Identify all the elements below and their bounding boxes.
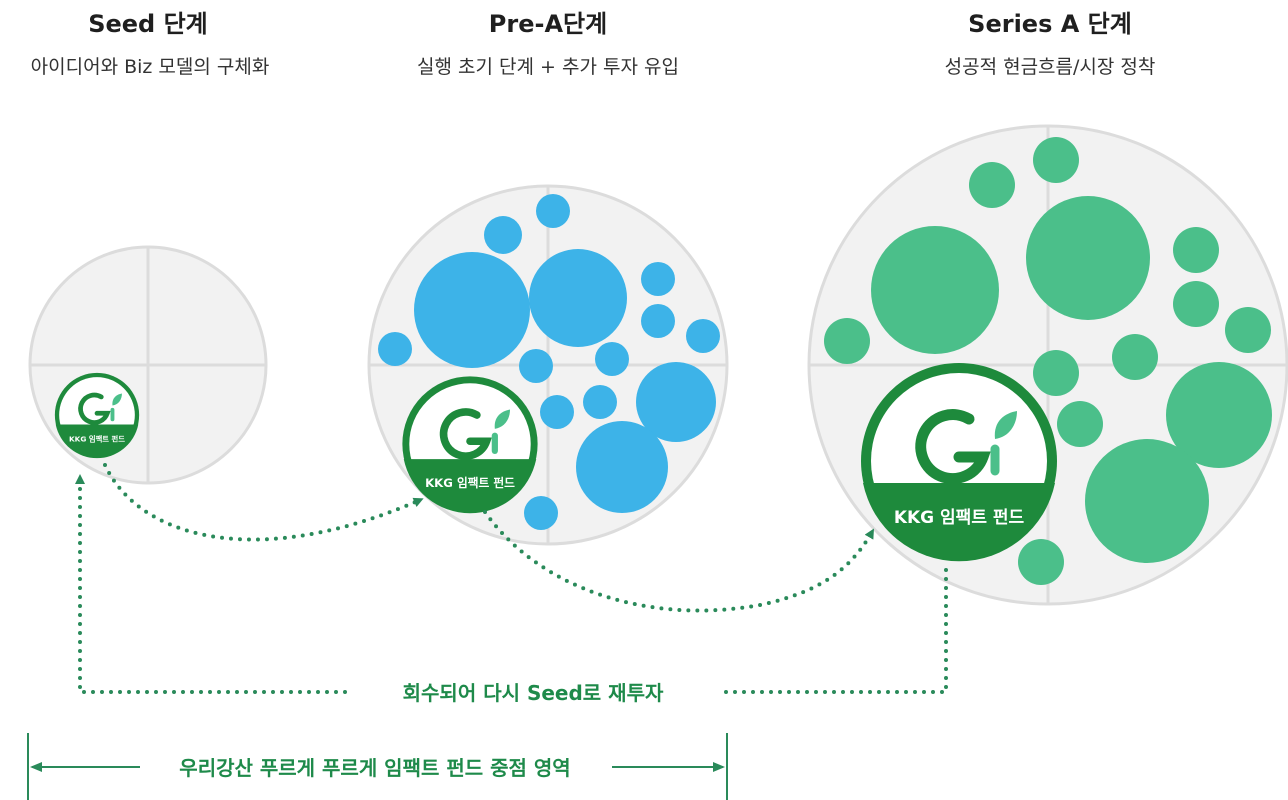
- blue-bubble: [536, 194, 570, 228]
- leaf-icon: [494, 409, 511, 429]
- green-bubble: [824, 318, 870, 364]
- blue-bubble: [414, 252, 530, 368]
- gi-logo-icon: [78, 392, 111, 425]
- pre-a-bubbles: [378, 194, 720, 530]
- stage-subtitle-series-a: 성공적 현금흐름/시장 정착: [944, 56, 1156, 78]
- blue-bubble: [686, 319, 720, 353]
- gi-logo-icon: [439, 408, 492, 460]
- stage-subtitle-seed: 아이디어와 Biz 모델의 구체화: [30, 56, 270, 78]
- green-bubble: [1173, 227, 1219, 273]
- blue-bubble: [641, 304, 675, 338]
- blue-bubble: [595, 342, 629, 376]
- blue-bubble: [540, 395, 574, 429]
- focus-label: 우리강산 푸르게 푸르게 임팩트 펀드 중점 영역: [179, 756, 570, 780]
- green-bubble: [1033, 350, 1079, 396]
- badge-label: KKG 임팩트 펀드: [894, 507, 1025, 528]
- green-bubble: [1225, 307, 1271, 353]
- blue-bubble: [576, 421, 668, 513]
- green-bubble: [1085, 439, 1209, 563]
- reinvest-loop-left: [75, 474, 347, 694]
- badge-label: KKG 임팩트 펀드: [69, 435, 125, 444]
- blue-bubble: [484, 216, 522, 254]
- stage-subtitle-pre-a: 실행 초기 단계 + 추가 투자 유입: [417, 56, 679, 78]
- blue-bubble: [583, 385, 617, 419]
- leaf-icon: [112, 393, 122, 406]
- blue-bubble: [636, 362, 716, 442]
- leaf-icon: [994, 411, 1017, 439]
- blue-bubble: [641, 262, 675, 296]
- kkg-badge-seed: KKG 임팩트 펀드: [54, 372, 140, 459]
- blue-bubble: [378, 332, 412, 366]
- green-bubble: [1057, 401, 1103, 447]
- blue-bubble: [529, 249, 627, 347]
- blue-bubble: [519, 349, 553, 383]
- kkg-badge-series-a: KKG 임팩트 펀드: [861, 363, 1057, 562]
- green-bubble: [1026, 196, 1150, 320]
- kkg-badge-pre-a: KKG 임팩트 펀드: [402, 376, 538, 514]
- green-bubble: [969, 162, 1015, 208]
- stage-title-pre-a: Pre-A단계: [488, 10, 608, 38]
- flow-arrow-pre-a-to-series-a: [483, 510, 875, 613]
- stage-title-seed: Seed 단계: [88, 10, 208, 38]
- green-bubble: [1173, 281, 1219, 327]
- green-bubble: [1033, 137, 1079, 183]
- reinvest-loop-right: [720, 568, 948, 694]
- stage-title-series-a: Series A 단계: [968, 10, 1132, 38]
- badge-label: KKG 임팩트 펀드: [425, 476, 515, 490]
- green-bubble: [1112, 334, 1158, 380]
- green-bubble: [1166, 362, 1272, 468]
- reinvest-label: 회수되어 다시 Seed로 재투자: [403, 681, 664, 705]
- green-bubble: [1018, 539, 1064, 585]
- series-a-bubbles: [824, 137, 1272, 585]
- gi-logo-icon: [915, 409, 991, 485]
- green-bubble: [871, 226, 999, 354]
- blue-bubble: [524, 496, 558, 530]
- seed-circle: [28, 245, 268, 485]
